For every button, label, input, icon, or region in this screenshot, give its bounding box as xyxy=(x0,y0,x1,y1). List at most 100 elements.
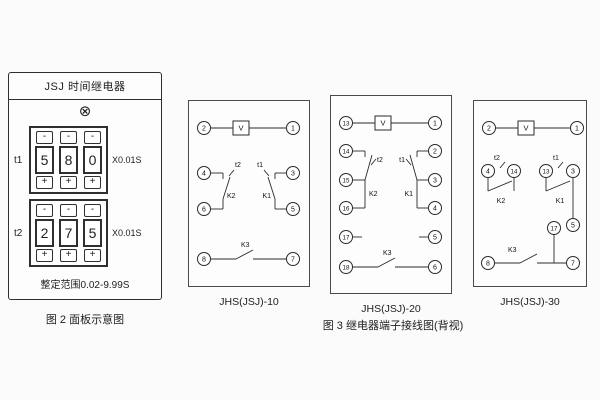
diagram-jhs20: V 13 1 t2 K2 xyxy=(330,95,452,315)
voltage-box xyxy=(517,120,535,136)
terminal-7: 7 xyxy=(566,256,580,270)
terminal-13: 13 xyxy=(339,116,353,130)
indicator-lamp-icon: ⊗ xyxy=(78,103,92,120)
svg-text:3: 3 xyxy=(571,169,575,176)
minus-button: - xyxy=(36,131,53,144)
terminal-14: 14 xyxy=(339,144,353,158)
terminal-6: 6 xyxy=(428,260,442,274)
svg-text:1: 1 xyxy=(433,121,437,128)
contact-t1-k1: t1 K1 xyxy=(399,150,429,209)
terminal-3: 3 xyxy=(286,166,300,180)
thumbwheel-t2: - 2 + - 7 + - 5 + xyxy=(29,199,108,267)
minus-button: - xyxy=(60,131,77,144)
wiring-svg-jhs30: V 2 1 t2 K2 4 14 t1 xyxy=(481,120,584,270)
svg-text:6: 6 xyxy=(202,207,206,214)
digit-column: - 5 + xyxy=(35,131,54,189)
contact-k3: K3 xyxy=(352,250,429,268)
svg-text:3: 3 xyxy=(433,178,437,185)
terminal-1: 1 xyxy=(570,121,584,135)
voltage-box xyxy=(374,115,392,131)
digit-group-t1: t1 - 5 + - 8 + - 0 + xyxy=(13,126,157,194)
terminal-8: 8 xyxy=(197,252,211,266)
plus-button: + xyxy=(36,176,53,189)
terminal-4: 4 xyxy=(481,164,495,178)
svg-text:14: 14 xyxy=(343,148,350,155)
svg-text:2: 2 xyxy=(487,126,491,133)
svg-text:13: 13 xyxy=(343,120,350,127)
svg-text:t2: t2 xyxy=(377,157,383,164)
contact-t1-k1: t1 K1 xyxy=(257,162,287,210)
plus-button: + xyxy=(60,176,77,189)
figure2-panel: JSJ 时间继电器 ⊗ t1 - 5 + - 8 + xyxy=(8,72,162,327)
terminal-3: 3 xyxy=(566,164,580,178)
terminal-5: 5 xyxy=(566,218,580,232)
terminal-1: 1 xyxy=(286,121,300,135)
svg-text:4: 4 xyxy=(433,206,437,213)
svg-text:8: 8 xyxy=(486,261,490,268)
digit-display: 5 xyxy=(83,219,102,247)
diagram-caption-jhs30: JHS(JSJ)-30 xyxy=(500,296,560,308)
digit-display: 7 xyxy=(59,219,78,247)
terminal-4: 4 xyxy=(428,201,442,215)
svg-text:4: 4 xyxy=(486,169,490,176)
svg-text:t1: t1 xyxy=(553,155,559,162)
terminal-5: 5 xyxy=(286,202,300,216)
svg-text:t1: t1 xyxy=(257,162,263,169)
diagram-box: V 13 1 t2 K2 xyxy=(330,95,452,294)
multiplier-label: X0.01S xyxy=(112,155,142,165)
digit-display: 0 xyxy=(83,146,102,174)
terminal-15: 15 xyxy=(339,173,353,187)
multiplier-label: X0.01S xyxy=(112,228,142,238)
plus-button: + xyxy=(36,249,53,262)
svg-text:K2: K2 xyxy=(369,191,378,198)
terminal-18: 18 xyxy=(339,260,353,274)
diagram-box: V 2 1 t2 K2 4 14 t1 xyxy=(473,100,587,287)
svg-text:6: 6 xyxy=(433,265,437,272)
svg-text:2: 2 xyxy=(202,126,206,133)
relay-panel: JSJ 时间继电器 ⊗ t1 - 5 + - 8 + xyxy=(8,72,162,300)
svg-text:13: 13 xyxy=(543,168,550,175)
contact-t2-k2: t2 K2 xyxy=(352,150,383,209)
minus-button: - xyxy=(84,131,101,144)
svg-text:17: 17 xyxy=(551,225,558,232)
svg-text:3: 3 xyxy=(291,171,295,178)
contact-k3: K3 xyxy=(210,242,287,260)
svg-text:t2: t2 xyxy=(235,162,241,169)
terminal-14: 14 xyxy=(507,164,521,178)
svg-text:15: 15 xyxy=(343,177,350,184)
svg-text:8: 8 xyxy=(202,257,206,264)
wiring-svg-jhs10: V 2 1 t2 K2 4 6 xyxy=(197,120,300,266)
svg-text:1: 1 xyxy=(575,126,579,133)
terminal-17: 17 xyxy=(547,221,561,235)
voltage-label: V xyxy=(238,124,243,133)
svg-text:17: 17 xyxy=(343,234,350,241)
svg-text:K3: K3 xyxy=(508,247,517,254)
svg-text:5: 5 xyxy=(433,235,437,242)
svg-text:t1: t1 xyxy=(399,157,405,164)
digit-display: 5 xyxy=(35,146,54,174)
contact-t1-k1: t1 K1 xyxy=(545,155,574,219)
voltage-label: V xyxy=(523,124,528,133)
svg-text:7: 7 xyxy=(571,261,575,268)
diagram-box: V 2 1 t2 K2 4 6 xyxy=(188,100,310,287)
terminal-8: 8 xyxy=(481,256,495,270)
diagram-jhs10: V 2 1 t2 K2 4 6 xyxy=(188,100,310,308)
terminal-2: 2 xyxy=(482,121,496,135)
voltage-box xyxy=(232,120,250,136)
digit-display: 8 xyxy=(59,146,78,174)
digit-group-t2: t2 - 2 + - 7 + - 5 + xyxy=(13,199,157,267)
minus-button: - xyxy=(36,204,53,217)
svg-text:K3: K3 xyxy=(383,250,392,257)
terminal-6: 6 xyxy=(197,202,211,216)
svg-text:t2: t2 xyxy=(494,155,500,162)
digit-display: 2 xyxy=(35,219,54,247)
svg-text:16: 16 xyxy=(343,205,350,212)
terminal-2: 2 xyxy=(197,121,211,135)
figure3-caption: 图 3 继电器端子接线图(背视) xyxy=(322,320,464,332)
svg-text:K3: K3 xyxy=(241,242,250,249)
wiring-svg-jhs20: V 13 1 t2 K2 xyxy=(339,115,442,274)
svg-text:4: 4 xyxy=(202,171,206,178)
svg-text:5: 5 xyxy=(291,207,295,214)
svg-text:K2: K2 xyxy=(227,193,236,200)
